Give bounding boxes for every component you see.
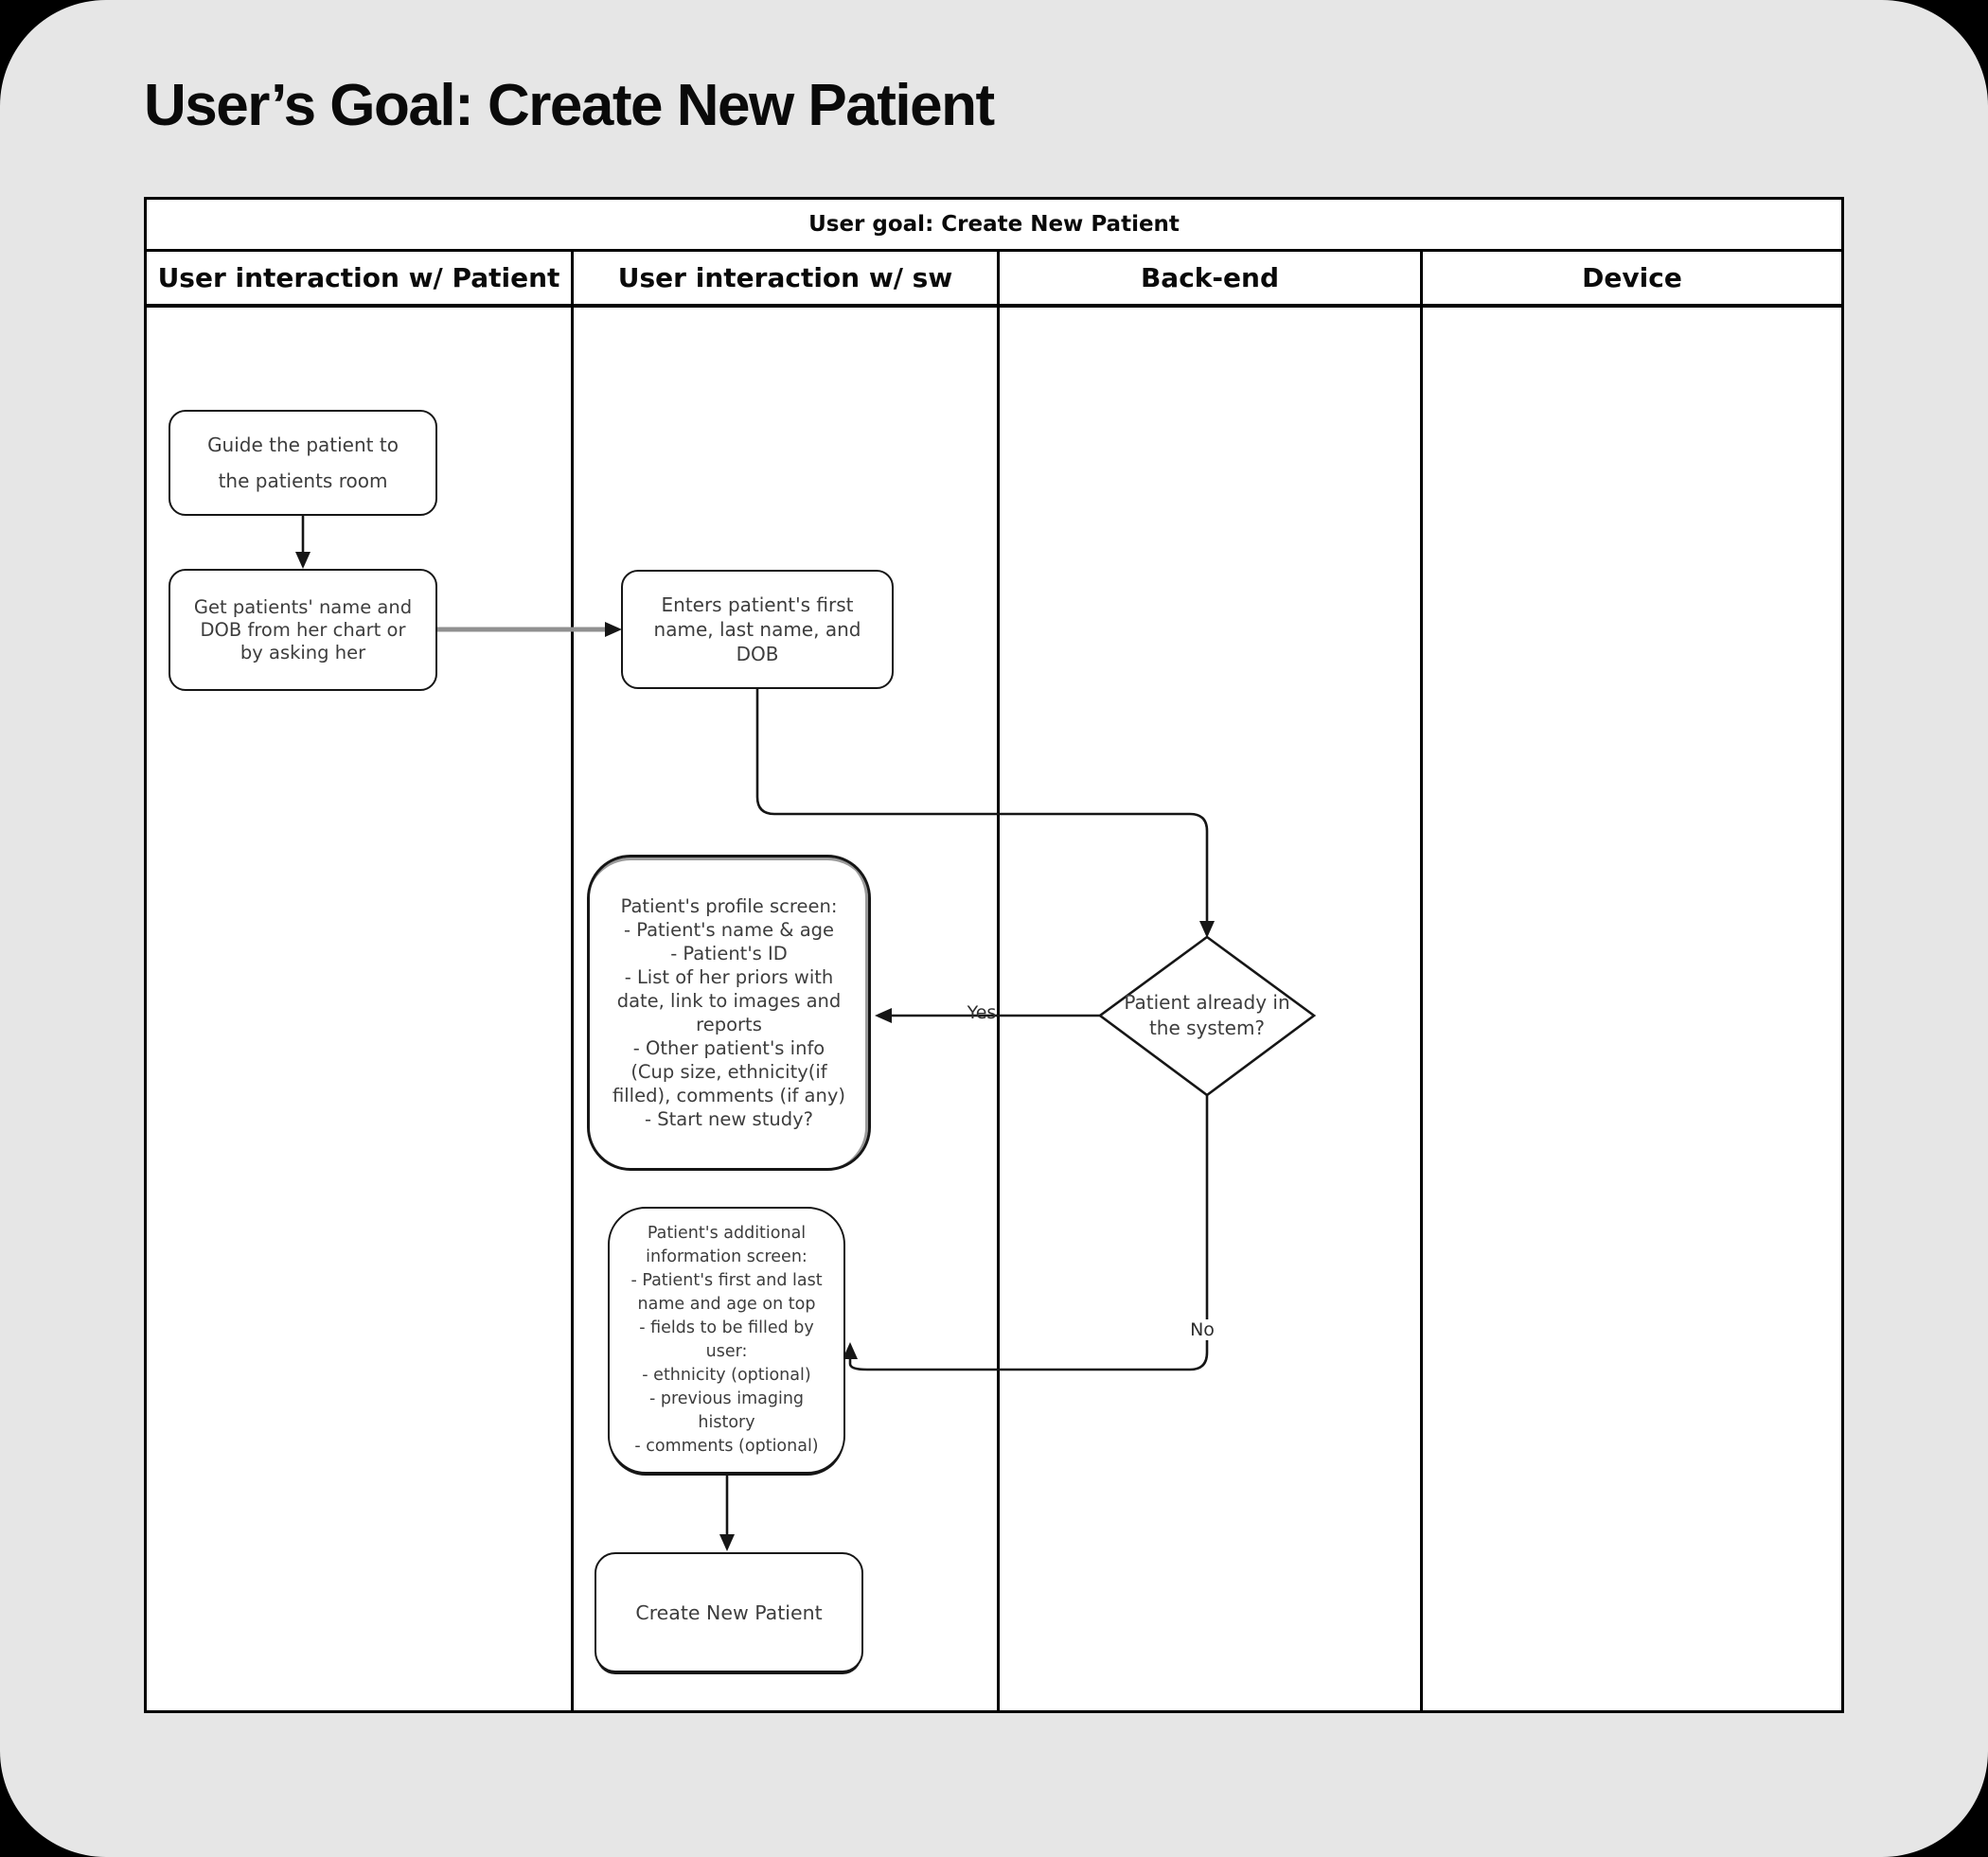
flow-node-create-new-patient: Create New Patient bbox=[595, 1552, 863, 1672]
flow-node-enter-patient-info-text: Enters patient's first name, last name, … bbox=[653, 593, 861, 665]
flow-node-additional-info-screen: Patient's additional information screen:… bbox=[608, 1207, 845, 1474]
edge-label-no: No bbox=[1177, 1319, 1228, 1340]
flow-node-guide-patient: Guide the patient to the patients room bbox=[169, 410, 437, 516]
flow-node-guide-patient-text: Guide the patient to the patients room bbox=[207, 433, 399, 492]
flow-node-get-name-dob: Get patients' name and DOB from her char… bbox=[169, 569, 437, 691]
flow-node-additional-info-screen-text: Patient's additional information screen:… bbox=[630, 1224, 823, 1456]
lane-back-end bbox=[1000, 308, 1423, 1710]
flow-node-enter-patient-info: Enters patient's first name, last name, … bbox=[621, 570, 894, 689]
column-header-device: Device bbox=[1582, 262, 1682, 293]
lane-user-interaction-sw bbox=[574, 308, 1000, 1710]
flow-node-profile-screen-text: Patient's profile screen: - Patient's na… bbox=[612, 895, 846, 1130]
flow-node-get-name-dob-text: Get patients' name and DOB from her char… bbox=[193, 595, 413, 663]
flow-node-create-new-patient-text: Create New Patient bbox=[635, 1601, 823, 1624]
table-caption: User goal: Create New Patient bbox=[147, 200, 1841, 252]
column-header-user-interaction-patient: User interaction w/ Patient bbox=[147, 252, 574, 304]
decision-diamond-label: Patient already in the system? bbox=[1124, 991, 1290, 1039]
column-header-back-end: Back-end bbox=[1000, 252, 1423, 304]
table-body bbox=[147, 308, 1841, 1710]
lane-user-interaction-patient bbox=[147, 308, 574, 1710]
page-title: User’s Goal: Create New Patient bbox=[144, 73, 995, 138]
column-header-user-interaction-sw: User interaction w/ sw bbox=[574, 252, 1000, 304]
edge-label-yes: Yes bbox=[967, 1002, 997, 1023]
flow-node-profile-screen: Patient's profile screen: - Patient's na… bbox=[587, 855, 871, 1171]
table-header-row: User interaction w/ Patient User interac… bbox=[147, 252, 1841, 308]
lane-device bbox=[1423, 308, 1841, 1710]
